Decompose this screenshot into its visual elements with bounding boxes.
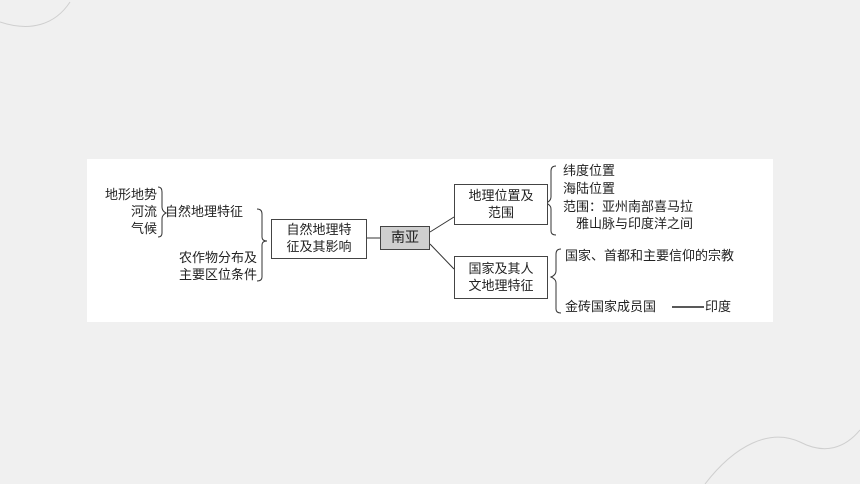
- box-center-label: 南亚: [391, 229, 419, 246]
- diagram-panel: 地形地势 河流 气候 自然地理特征 农作物分布及 主要区位条件 自然地理特 征及…: [87, 159, 773, 322]
- item-range-line2: 雅山脉与印度洋之间: [576, 217, 694, 232]
- box-natural-line1: 自然地理特: [286, 223, 352, 238]
- box-center-south-asia: 南亚: [380, 226, 430, 250]
- link-center-to-human: [429, 243, 455, 270]
- connector-lines: [157, 165, 704, 314]
- item-sea-land: 海陆位置: [563, 182, 616, 197]
- box-human-line2: 文地理特征: [468, 278, 534, 294]
- item-brics-value: 印度: [705, 300, 732, 315]
- item-climate: 气候: [130, 222, 157, 237]
- brace-terrain-group: [157, 186, 168, 238]
- box-natural-line2: 征及其影响: [286, 240, 352, 255]
- label-natural-features: 自然地理特征: [165, 205, 244, 220]
- label-agri-line1: 农作物分布及: [178, 251, 257, 266]
- brace-left-group: [256, 208, 268, 282]
- top-left-curve: [0, 1, 71, 27]
- item-terrain: 地形地势: [104, 188, 157, 203]
- item-range-line1: 范围：亚州南部喜马拉: [563, 200, 694, 215]
- item-brics-label: 金砖国家成员国: [565, 300, 657, 315]
- box-natural-impact: 自然地理特 征及其影响: [271, 219, 367, 259]
- link-center-to-location: [429, 216, 455, 233]
- bottom-right-curve: [704, 429, 860, 484]
- item-countries-capitals-religions: 国家、首都和主要信仰的宗教: [565, 249, 735, 264]
- box-human-geography: 国家及其人 文地理特征: [454, 256, 548, 299]
- box-location-line2: 范围: [487, 205, 514, 221]
- label-agri-line2: 主要区位条件: [178, 268, 257, 283]
- item-latitude: 纬度位置: [563, 164, 616, 179]
- box-human-line1: 国家及其人: [468, 261, 534, 277]
- brace-human: [549, 248, 562, 314]
- item-rivers: 河流: [130, 205, 157, 220]
- box-location-line1: 地理位置及: [468, 188, 534, 204]
- box-location: 地理位置及 范围: [454, 184, 548, 225]
